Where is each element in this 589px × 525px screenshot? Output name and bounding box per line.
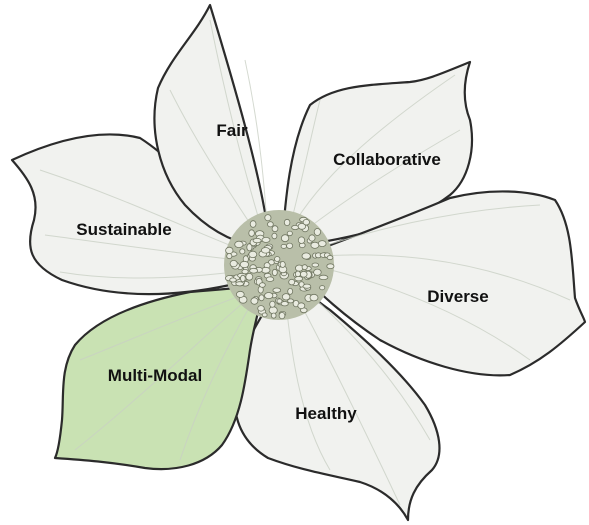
stamen: [265, 276, 275, 282]
stamen-cluster: [225, 214, 335, 320]
stamen: [294, 276, 304, 282]
stamen: [246, 243, 253, 252]
stamen: [229, 259, 238, 268]
stamen: [280, 243, 287, 249]
label-diverse: Diverse: [427, 287, 488, 306]
stamen: [309, 293, 319, 302]
stamen: [249, 267, 259, 274]
stamen: [239, 260, 249, 269]
stamen: [291, 224, 300, 230]
stamen: [270, 312, 277, 319]
stamen: [225, 246, 234, 255]
stamen: [264, 292, 274, 300]
stamen: [235, 281, 245, 287]
stamen: [297, 302, 306, 310]
stamen: [310, 241, 320, 249]
stamen: [283, 218, 291, 227]
stamen: [236, 290, 245, 298]
petal-diverse[interactable]: [288, 190, 587, 377]
label-fair: Fair: [216, 121, 248, 140]
stamen: [271, 232, 278, 240]
stamen: [319, 285, 326, 291]
stamen: [250, 297, 259, 305]
stamen: [267, 221, 274, 228]
stamen: [260, 247, 271, 254]
stamen: [311, 262, 319, 268]
stamen: [258, 294, 265, 302]
stamen: [241, 268, 249, 275]
stamen: [274, 256, 281, 262]
stamen: [248, 250, 258, 258]
stamen: [234, 240, 244, 248]
stamen: [297, 236, 306, 244]
stamen: [249, 220, 257, 228]
stamen: [302, 218, 310, 226]
stamen: [313, 268, 322, 276]
stamen: [313, 228, 321, 236]
stamen: [280, 301, 289, 307]
stamen: [301, 264, 308, 271]
stamen: [261, 312, 268, 318]
petal-fair[interactable]: [153, 3, 272, 250]
stamen: [248, 229, 255, 237]
stamen: [264, 214, 272, 222]
stamen: [245, 272, 254, 281]
stamen: [326, 263, 335, 270]
label-healthy: Healthy: [295, 404, 357, 423]
stamen: [276, 298, 283, 304]
stamen: [272, 287, 282, 293]
stamen: [301, 252, 311, 260]
label-sustainable: Sustainable: [76, 220, 171, 239]
stamen: [259, 282, 266, 288]
stamen: [297, 222, 307, 230]
stamen: [287, 287, 294, 295]
stamen: [252, 238, 262, 244]
stamen: [280, 234, 290, 243]
stamen: [302, 283, 312, 289]
label-multi-modal: Multi-Modal: [108, 366, 202, 385]
stamen: [229, 277, 237, 283]
stamen: [318, 274, 329, 280]
stamen: [287, 298, 295, 304]
stamen: [271, 268, 278, 277]
stamen: [257, 305, 265, 312]
stamen: [288, 278, 296, 286]
stamen: [286, 242, 294, 249]
stamen: [299, 270, 308, 278]
stamen: [279, 261, 286, 268]
stamen: [240, 274, 246, 283]
stamen: [317, 240, 327, 248]
stamen: [226, 253, 233, 260]
stamen: [271, 225, 279, 233]
stamen: [326, 255, 334, 261]
stamen: [281, 293, 291, 301]
flower-center: [224, 210, 335, 320]
stamen: [294, 270, 301, 278]
stamen: [308, 234, 316, 242]
label-collaborative: Collaborative: [333, 150, 441, 169]
stamen: [278, 311, 286, 320]
stamen: [239, 248, 246, 255]
stamen: [261, 236, 271, 243]
stamen: [286, 230, 293, 237]
petal-group: [10, 3, 587, 522]
petal-labels: Fair Collaborative Diverse Healthy Multi…: [76, 121, 488, 423]
stamen: [269, 300, 276, 308]
